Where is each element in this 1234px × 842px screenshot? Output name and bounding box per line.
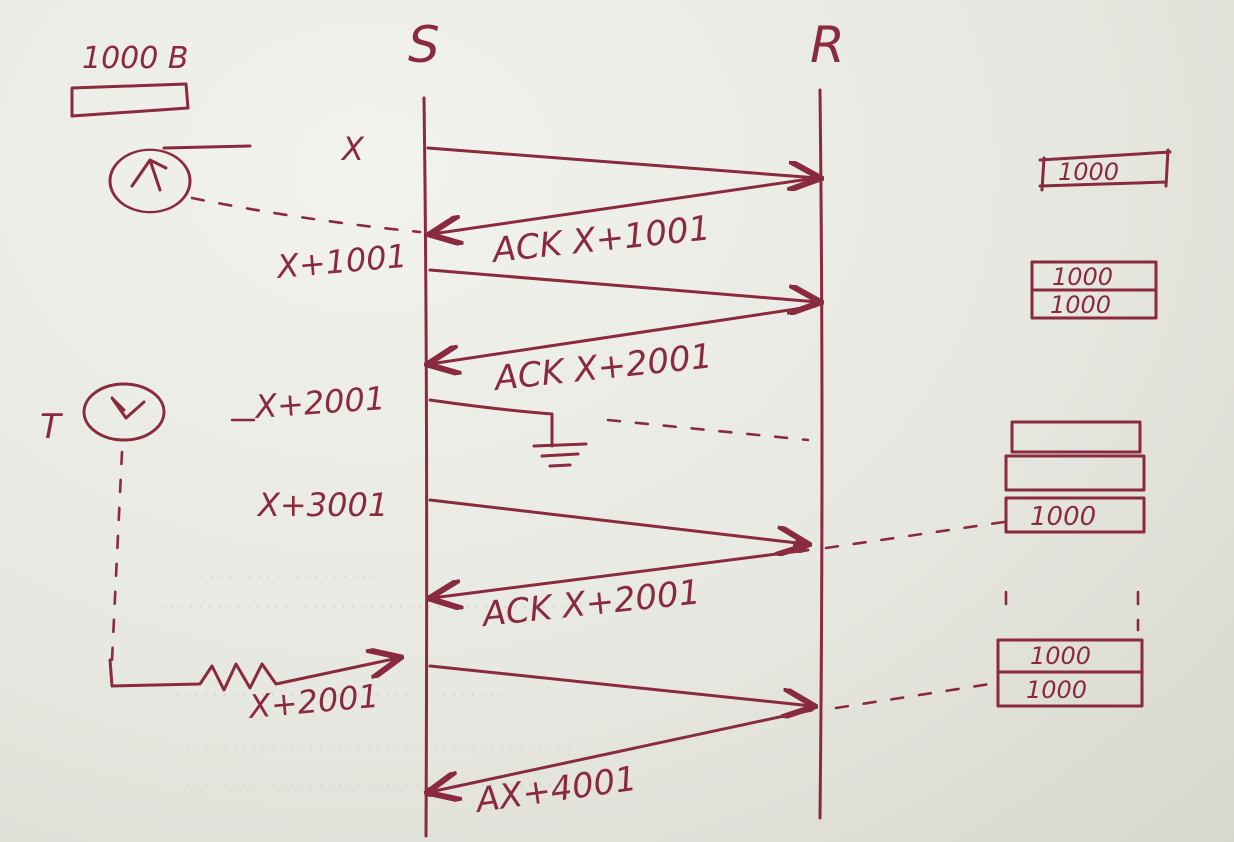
ground-icon xyxy=(532,442,588,468)
receiver-timeline xyxy=(818,88,824,820)
ack-arrow-1 xyxy=(432,176,818,234)
ack-label-1: ACK X+1001 xyxy=(489,208,712,271)
ack-arrow-2 xyxy=(430,304,818,364)
buffer-cell: 1000 xyxy=(1030,502,1096,532)
ack-label-4: AX+4001 xyxy=(472,759,640,821)
buffer-guides xyxy=(1004,590,1140,632)
ack-label-2: ACK X+2001 xyxy=(491,336,714,399)
timer-dashed-line xyxy=(190,196,422,234)
send-label-2: X+1001 xyxy=(273,237,408,286)
send-label-3: X+2001 xyxy=(252,379,387,426)
buffer-state-3: 1000 xyxy=(1004,420,1146,534)
ack-arrow-3 xyxy=(432,548,810,598)
timeout-arrow xyxy=(108,658,398,692)
segment-arrow-1 xyxy=(426,146,818,178)
ack-arrow-4 xyxy=(430,708,814,792)
buffer-state-4: 1000 1000 xyxy=(996,638,1144,708)
buffer-cell: 1000 xyxy=(1058,158,1119,186)
receiver-label: R xyxy=(810,16,845,74)
buffer-state-2: 1000 1000 xyxy=(1030,260,1158,320)
buffer-cell: 1000 xyxy=(1052,263,1113,291)
timer-label: T xyxy=(40,407,63,447)
buffer-link-line-2 xyxy=(834,682,992,710)
svg-text:· · · · · · · · · · · · · · ·: · · · · · · · · · · · · · · · · · · · · … xyxy=(185,738,571,756)
svg-text:· · · · · · · · · · · · · · ·: · · · · · · · · · · · · · · · · · · · · … xyxy=(160,598,575,616)
svg-text:· · · · · · · · · · · · · · ·: · · · · · · · · · · · · · · · · · · · · … xyxy=(175,686,504,704)
segment-box xyxy=(70,82,190,118)
send-label-5: X+2001 xyxy=(245,677,380,726)
segment-arrow-5 xyxy=(428,664,812,706)
background-print: · · · · · · · · · · · · · · · · · · · · … xyxy=(160,568,590,794)
sender-label: S xyxy=(408,16,440,74)
timeout-dashed-line xyxy=(110,450,124,662)
buffer-cell: 1000 xyxy=(1026,676,1087,704)
buffer-state-1: 1000 xyxy=(1038,148,1172,192)
send-label-1: X xyxy=(340,130,365,168)
svg-text:· · · · · · · · · · · · · · ·: · · · · · · · · · · · · · · · · · · · · xyxy=(190,568,376,586)
segment-arrow-4 xyxy=(428,498,806,544)
send-label-4: X+3001 xyxy=(256,486,388,524)
ack-label-3: ACK X+2001 xyxy=(479,572,702,635)
timer-icon xyxy=(108,144,252,214)
buffer-cell: 1000 xyxy=(1050,291,1111,319)
buffer-cell: 1000 xyxy=(1030,642,1091,670)
segment-arrow-2 xyxy=(428,268,818,302)
timer-icon-2 xyxy=(82,382,166,442)
lost-dashed-line xyxy=(606,418,810,442)
sender-timeline xyxy=(422,96,429,838)
buffer-link-line xyxy=(824,520,1006,550)
segment-size-label: 1000 B xyxy=(82,41,188,76)
lost-segment-path xyxy=(428,398,554,448)
